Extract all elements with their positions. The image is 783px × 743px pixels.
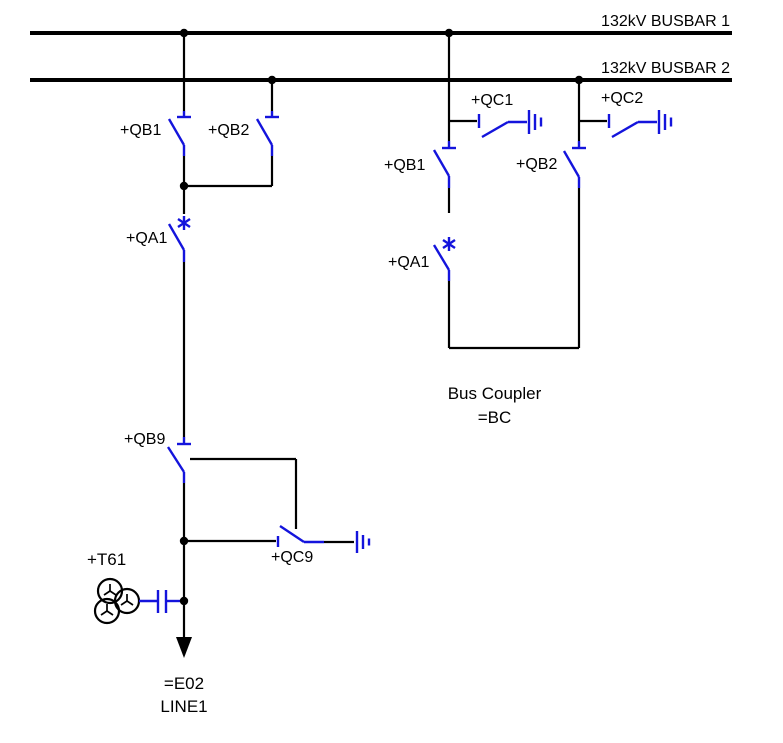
- line-designation-label: =E02: [163, 674, 205, 693]
- disconnector-line-qb9-symbol: [166, 437, 191, 483]
- disconnector-bc-qb2-symbol: [562, 141, 586, 188]
- line-arrow: [176, 637, 192, 658]
- line-qc9-label: +QC9: [271, 549, 314, 566]
- bc-qc2-label: +QC2: [601, 90, 644, 107]
- disconnector-bc-qb1-symbol: [432, 141, 456, 188]
- line-qa1-label: +QA1: [126, 230, 168, 247]
- line-bay-stem: [179, 28, 189, 111]
- line-t61-label: +T61: [87, 550, 127, 569]
- bus-coupler-stem-1: [444, 28, 454, 141]
- line-qb1-label: +QB1: [120, 122, 162, 139]
- earth-symbol-qc2: [657, 110, 673, 134]
- circuit-breaker-line-qa1-symbol: [167, 186, 191, 262]
- busbar-2-label: 132kV BUSBAR 2: [601, 60, 730, 77]
- bus-coupler-title: Bus Coupler: [447, 384, 542, 403]
- bus-coupler-stem-2: [574, 75, 584, 141]
- bc-qa1-label: +QA1: [388, 254, 430, 271]
- line-name-label: LINE1: [160, 697, 208, 716]
- bc-qc1-label: +QC1: [471, 92, 514, 109]
- busbar-1-label: 132kV BUSBAR 1: [601, 13, 730, 30]
- qb9-bypass-link: [190, 457, 298, 529]
- earth-symbol-qc1: [527, 110, 543, 134]
- disconnector-line-qb1-symbol: [167, 111, 191, 156]
- instrument-transformer-t61-symbol: [93, 577, 189, 625]
- disconnector-line-qb2-symbol: [184, 75, 279, 188]
- bus-coupler-bottom-link: [447, 188, 581, 350]
- line-qb9-label: +QB9: [124, 431, 166, 448]
- bc-qb2-label: +QB2: [516, 156, 558, 173]
- earthing-switch-qc2-symbol: [579, 114, 657, 139]
- earthing-switch-qc1-symbol: [449, 114, 527, 139]
- earth-symbol-qc9: [355, 531, 371, 553]
- earthing-switch-qc9-symbol: [179, 525, 354, 547]
- bus-coupler-designation: =BC: [477, 408, 512, 427]
- bc-qb1-label: +QB1: [384, 157, 426, 174]
- circuit-breaker-bc-qa1-symbol: [432, 237, 456, 281]
- line-qb2-label: +QB2: [208, 122, 250, 139]
